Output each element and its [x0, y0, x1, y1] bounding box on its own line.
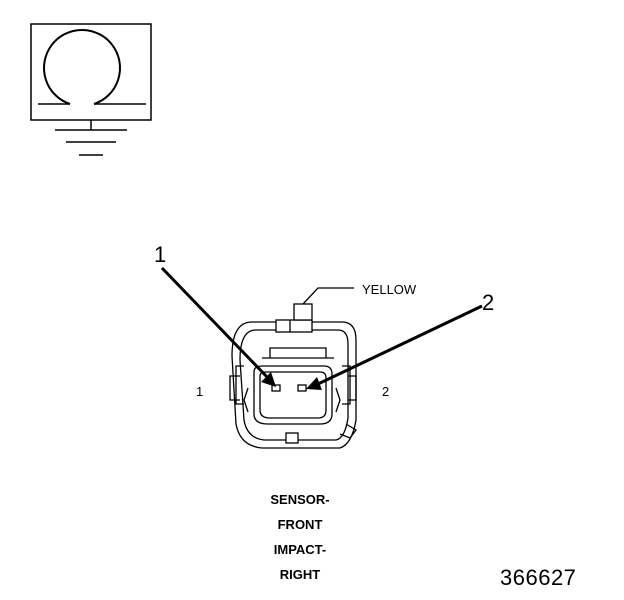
callout-arrow-1 [160, 266, 276, 387]
figure-number: 366627 [500, 565, 577, 590]
ground-icon [55, 120, 127, 156]
callout-number-2: 2 [482, 290, 494, 315]
connector-face [229, 303, 357, 449]
callout-number-1: 1 [154, 242, 166, 267]
ohm-icon [30, 23, 152, 121]
color-label: YELLOW [362, 282, 417, 297]
callout-arrow-2 [306, 304, 483, 390]
caption-line: FRONT [277, 517, 323, 532]
pin-label-2: 2 [382, 384, 389, 399]
color-leader-line [302, 287, 354, 305]
component-caption: SENSOR- FRONT IMPACT- RIGHT [230, 487, 370, 587]
caption-line: SENSOR- [270, 492, 330, 507]
caption-line: RIGHT [279, 567, 321, 582]
pin-label-1: 1 [196, 384, 203, 399]
caption-line: IMPACT- [273, 542, 327, 557]
